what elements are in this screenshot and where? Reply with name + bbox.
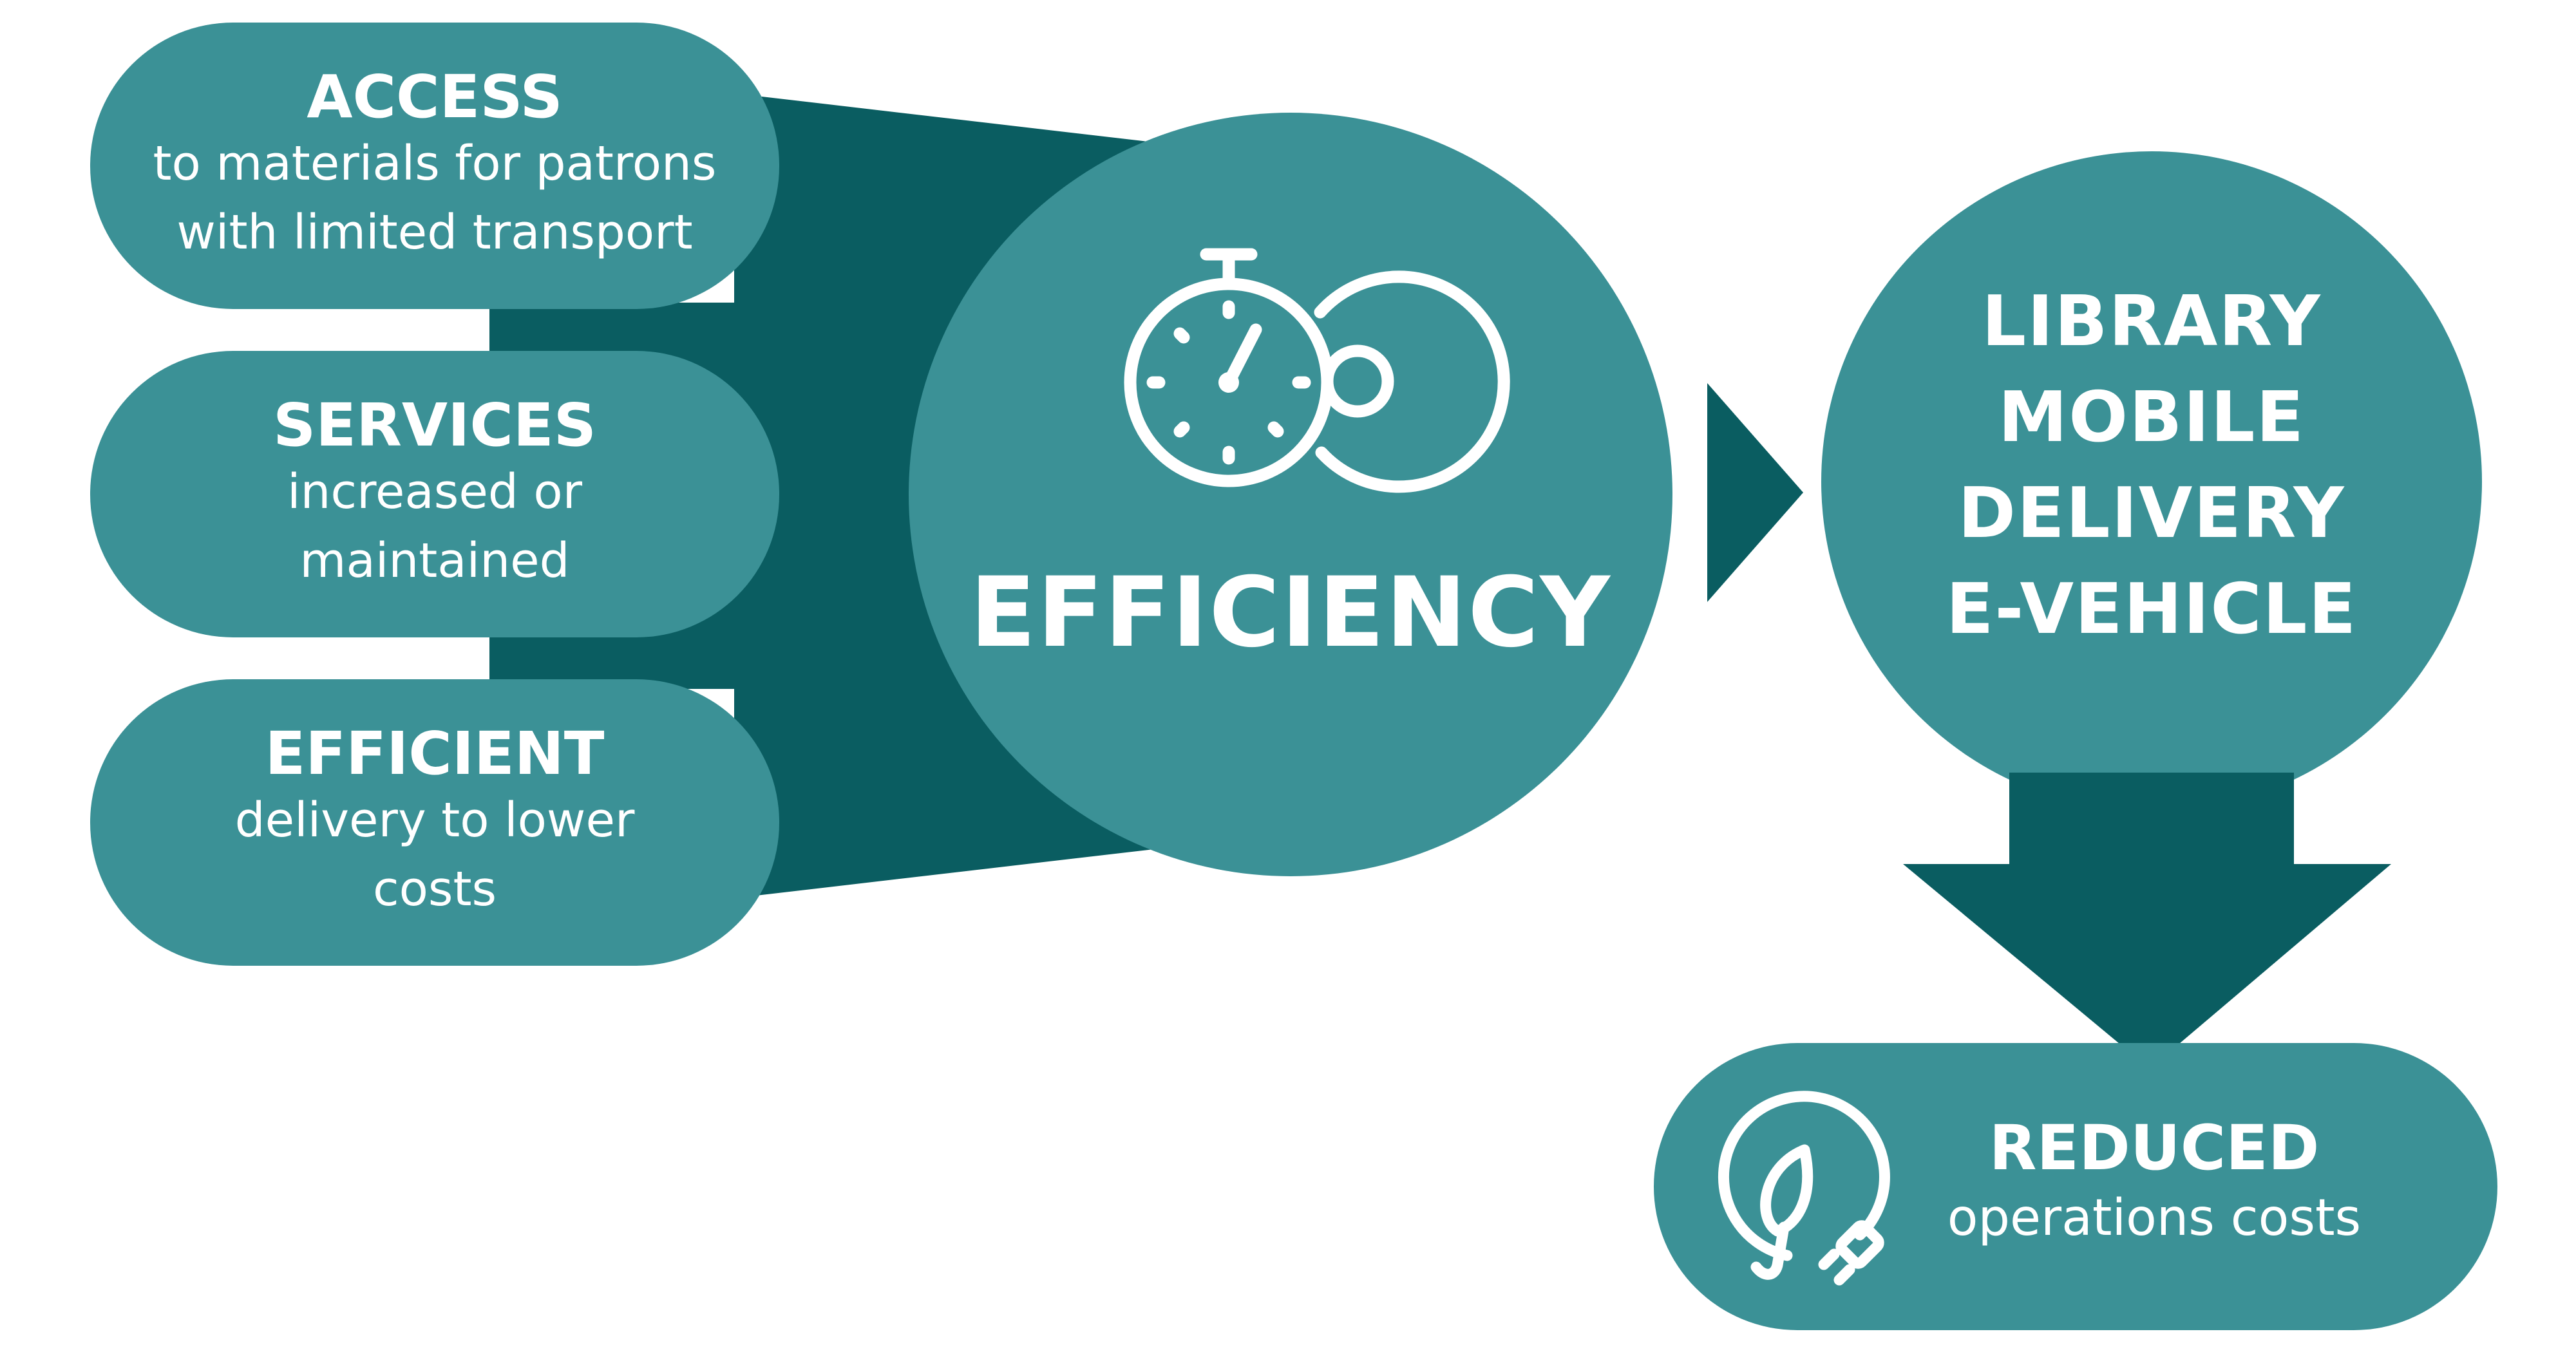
arrow-down-shaft [2009,773,2294,869]
library-circle [1821,151,2482,812]
benefit-access-line-2: with limited transport [176,205,693,261]
benefit-pill-services [90,351,779,637]
benefit-services: SERVICES increased or maintained [90,351,779,637]
arrow-right [1707,383,1803,602]
result-text: REDUCED operations costs [1900,1082,2409,1288]
arrow-down-head [1903,864,2391,1069]
result-title: REDUCED [1989,1111,2320,1184]
benefit-efficient-line-1: delivery to lower [234,792,635,848]
benefit-pill-efficient [90,679,779,966]
library-line-3: DELIVERY [1958,473,2345,554]
leaf-plug-icon [1718,1091,1890,1286]
benefit-efficient-line-2: costs [372,861,497,917]
benefit-services-title: SERVICES [272,390,596,460]
benefit-pill-access [90,23,779,309]
stopwatch-gear-icon [1124,248,1510,493]
library-label: LIBRARY MOBILE DELIVERY E-VEHICLE [1894,274,2409,657]
efficiency-circle [909,113,1672,876]
benefit-access-title: ACCESS [307,62,563,131]
library-line-4: E-VEHICLE [1946,569,2358,650]
library-line-1: LIBRARY [1982,281,2322,362]
efficiency-label: EFFICIENCY [970,557,1611,669]
benefit-services-line-1: increased or [287,464,583,520]
benefit-efficient: EFFICIENT delivery to lower costs [90,679,779,966]
benefit-services-line-2: maintained [299,533,570,589]
result-subtitle: operations costs [1947,1189,2362,1248]
benefit-efficient-title: EFFICIENT [265,719,605,788]
library-line-2: MOBILE [1998,377,2306,458]
benefit-access: ACCESS to materials for patrons with lim… [90,23,779,309]
benefit-access-line-1: to materials for patrons [153,135,717,191]
